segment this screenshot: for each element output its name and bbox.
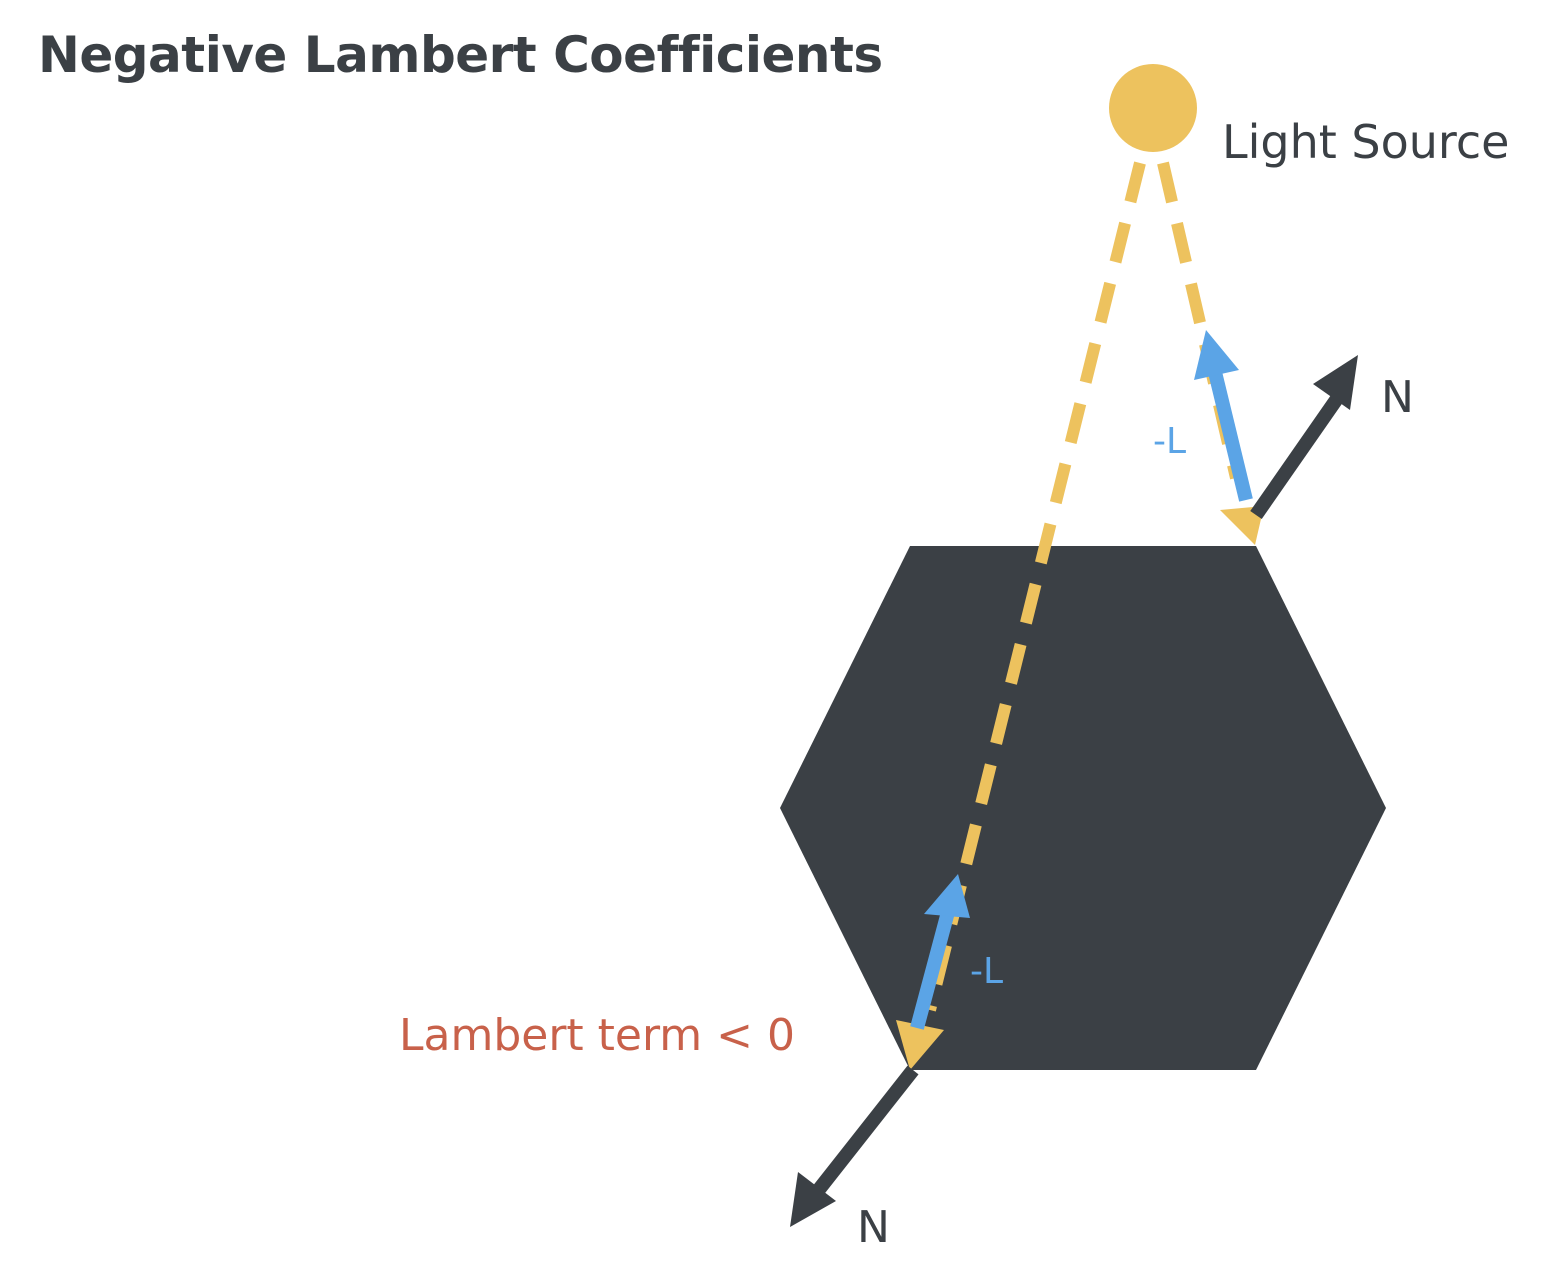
lambert-term-note: Lambert term < 0 — [399, 1010, 795, 1061]
neg-light-arrow-top-shaft — [1207, 366, 1253, 502]
neg-light-arrowhead-top — [1194, 330, 1239, 380]
neg-light-label-top: -L — [1153, 421, 1186, 462]
light-ray-bottom — [924, 161, 1146, 1012]
normal-label-top: N — [1381, 372, 1414, 423]
diagram-title: Negative Lambert Coefficients — [38, 26, 883, 84]
normal-arrowhead-bottom — [790, 1172, 836, 1227]
normal-arrow-top-shaft — [1250, 386, 1349, 519]
light-arrowhead-bottom — [896, 1020, 944, 1070]
hexagon-surface — [780, 546, 1386, 1070]
light-source-icon — [1109, 64, 1197, 152]
normal-arrowhead-top — [1313, 355, 1358, 410]
neg-light-arrowhead-bottom — [924, 874, 970, 918]
neg-light-label-bottom: -L — [970, 951, 1003, 992]
normal-label-bottom: N — [857, 1202, 890, 1253]
normal-arrow-bottom-shaft — [807, 1065, 919, 1202]
light-source-label: Light Source — [1222, 115, 1509, 169]
neg-light-arrow-bottom-shaft — [910, 910, 955, 1030]
light-arrowhead-top — [1220, 506, 1264, 545]
